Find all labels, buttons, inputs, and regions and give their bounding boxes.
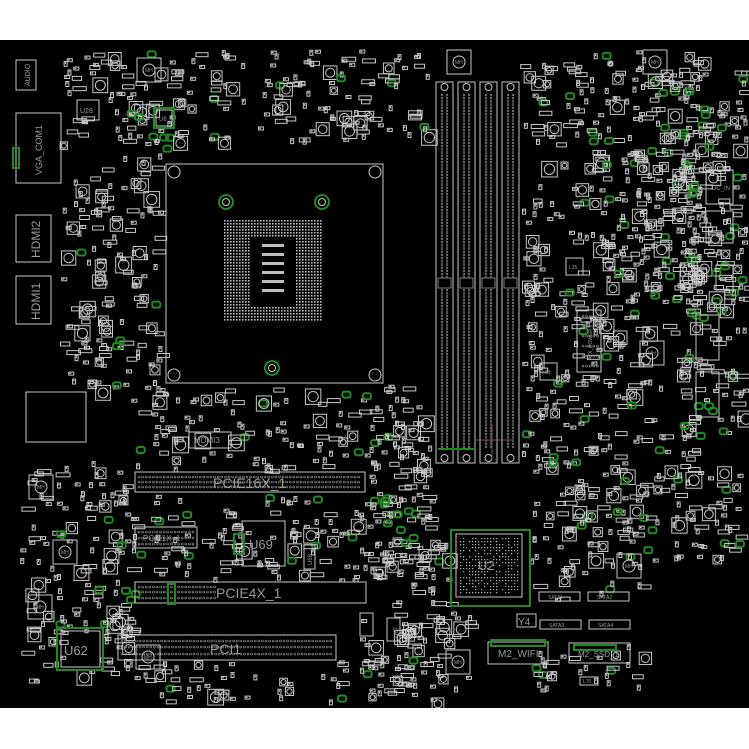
dimm-slot-4[interactable] <box>501 81 520 464</box>
l70-inductor[interactable]: L70 <box>579 676 599 686</box>
sata3-label: SATA3 <box>549 623 564 629</box>
dimm-slot-2[interactable] <box>457 81 476 464</box>
pcie16x-slot[interactable]: PCIE16X_1 <box>134 471 366 493</box>
atx-power-connector[interactable]: ATX_POWER <box>576 309 602 373</box>
hdmi1-connector[interactable]: HDMI1 <box>15 275 52 325</box>
m2-ssd-label: M2_SSD_1 <box>578 650 619 659</box>
mounting-hole: MH <box>135 644 161 670</box>
mounting-hole: MH <box>136 57 162 83</box>
hdmi2-connector[interactable]: HDMI2 <box>15 214 52 263</box>
mounting-hole: MH <box>28 474 54 500</box>
cpu-pin-grid <box>224 220 322 321</box>
u68-label: U68 <box>308 553 314 565</box>
u2-label: U2 <box>478 558 495 573</box>
hdmi2-label: HDMI2 <box>29 220 43 258</box>
pcie4x-slot[interactable]: PCIE4X_1 <box>134 581 367 605</box>
u28-chip[interactable]: U28 <box>76 99 100 121</box>
pcie1x-slot[interactable]: PCIE1X_1 <box>134 526 198 549</box>
u66-u67-chips[interactable]: U67 <box>359 612 401 642</box>
u6-label: U6 <box>159 117 167 123</box>
sata-connectors[interactable]: SATA1 SATA2 SATA3 SATA4 <box>538 591 631 630</box>
mounting-hole: MH <box>616 553 642 579</box>
u68-chip[interactable]: U68 <box>303 544 316 570</box>
y4-label: Y4 <box>518 617 531 628</box>
mounting-hole: MH <box>445 649 471 675</box>
pci1-label: PCI1 <box>210 641 241 657</box>
hdmi1-label: HDMI1 <box>29 282 43 320</box>
dimm-slots[interactable] <box>435 81 520 464</box>
m2-ssd-slot[interactable]: M2_SSD_1 <box>568 642 631 664</box>
u69-label: U69 <box>249 537 273 552</box>
hdmi3-connector[interactable]: HDMI3 <box>188 431 232 449</box>
pcie16-label: PCIE16X_1 <box>213 475 286 491</box>
sata1-label: SATA1 <box>548 595 563 601</box>
cpu-socket[interactable] <box>165 163 384 384</box>
atx-label: ATX_POWER <box>588 329 594 360</box>
dc-in-connector[interactable]: DC_IN <box>705 169 734 244</box>
sata4-label: SATA4 <box>598 623 613 629</box>
l33-inductor[interactable]: L33 <box>539 362 558 381</box>
mounting-holes: MH MH MH MH MH MH MH MH MH MH <box>27 49 668 675</box>
l35-inductor[interactable]: L35 <box>565 257 584 276</box>
m2-wifi-label: M2_WIFI <box>498 649 539 660</box>
vga-com-connector[interactable]: VGA_COM1 <box>12 112 62 184</box>
pcie1-label: PCIE1X_1 <box>143 534 181 543</box>
u2-chipset[interactable]: U2 <box>450 529 531 607</box>
mounting-hole: MH <box>27 594 53 620</box>
u67-label: U67 <box>394 626 400 638</box>
u62-label: U62 <box>64 643 88 658</box>
y4-crystal[interactable]: Y4 <box>516 613 537 628</box>
dimm-slot-1[interactable] <box>435 81 454 464</box>
mounting-hole: MH <box>446 49 472 75</box>
u69-chip[interactable]: U69 <box>233 520 286 567</box>
dcin-label: DC_IN <box>712 186 730 192</box>
pcie4-label: PCIE4X_1 <box>216 585 282 601</box>
audio-label: AUDIO <box>25 63 32 86</box>
l35-label: L35 <box>569 265 578 271</box>
mounting-hole: MH <box>642 49 668 75</box>
u28-label: U28 <box>80 108 93 115</box>
rear-io-connectors[interactable] <box>25 264 734 443</box>
l33-label: L33 <box>542 370 551 376</box>
l70-label: L70 <box>583 679 592 685</box>
sata2-label: SATA2 <box>597 595 612 601</box>
u6-chip[interactable]: U6 <box>153 107 175 129</box>
mounting-hole: MH <box>52 539 78 565</box>
audio-connector[interactable]: AUDIO <box>15 59 37 91</box>
dimm-slot-3[interactable] <box>479 81 498 464</box>
pcb-board-view[interactable]: AUDIO U28 U6 VGA_COM1 HDMI2 HDMI1 HDMI3 … <box>0 40 749 708</box>
mounting-hole: MH <box>639 340 665 366</box>
m2-wifi-slot[interactable]: M2_WIFI <box>487 639 549 665</box>
small-components <box>20 49 749 708</box>
vga-label: VGA_COM1 <box>34 125 44 175</box>
pcb-canvas[interactable]: AUDIO U28 U6 VGA_COM1 HDMI2 HDMI1 HDMI3 … <box>0 40 749 708</box>
u62-chip[interactable]: U62 <box>56 627 104 671</box>
pci1-slot[interactable]: PCI1 <box>117 634 337 661</box>
hdmi3-label: HDMI3 <box>195 436 220 445</box>
